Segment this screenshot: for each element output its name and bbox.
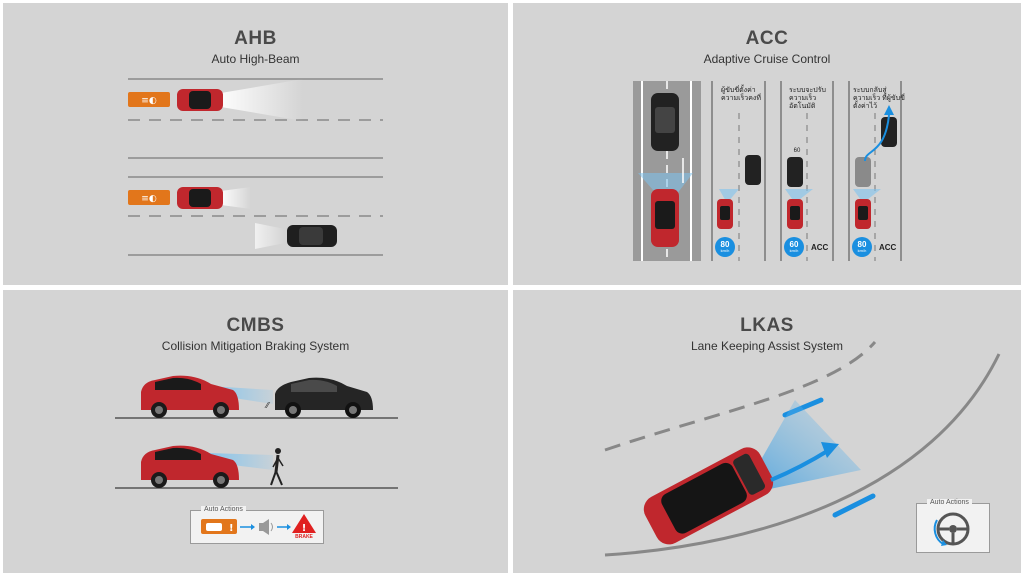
cmbs-subtitle: Collision Mitigation Braking System bbox=[161, 339, 350, 353]
lead-car-ghost bbox=[855, 157, 871, 187]
lead-car bbox=[787, 157, 803, 187]
lane-line-outer bbox=[604, 353, 1001, 557]
low-beam-light bbox=[221, 187, 251, 209]
acc-caption-set-speed: ผู้ขับขี่ตั้งค่า ความเร็วคงที่ bbox=[721, 87, 761, 102]
arrow-icon bbox=[884, 105, 894, 115]
lkas-illustration bbox=[604, 341, 1001, 557]
pedestrian-icon bbox=[270, 448, 284, 486]
red-car-top bbox=[177, 89, 223, 111]
red-car-top bbox=[177, 187, 223, 209]
acc-label: ACC bbox=[879, 243, 897, 252]
ahb-subtitle: Auto High-Beam bbox=[211, 52, 300, 66]
lkas-title: LKAS bbox=[740, 315, 794, 336]
svg-text:≡◐: ≡◐ bbox=[141, 194, 157, 204]
acc-caption-resume: ระบบกลับสู่ความเร็ว ที่ผู้ขับขี่ตั้งค่าไ… bbox=[853, 87, 905, 110]
oncoming-beam-light bbox=[255, 223, 285, 249]
auto-actions-label: Auto Actions bbox=[201, 506, 246, 513]
acc-caption-auto-adjust: ระบบจะปรับ ความเร็วอัตโนมัติ bbox=[789, 87, 826, 110]
lead-car bbox=[651, 93, 679, 151]
ahb-panel: AHB Auto High-Beam ≡◐ ≡◐ bbox=[3, 3, 508, 285]
svg-text:!: ! bbox=[229, 523, 234, 534]
ahb-title: AHB bbox=[234, 28, 277, 49]
lkas-subtitle: Lane Keeping Assist System bbox=[690, 339, 844, 353]
lane-change-path bbox=[864, 114, 890, 162]
red-suv-side bbox=[141, 375, 239, 418]
svg-text:⁄⁄: ⁄⁄ bbox=[264, 401, 270, 410]
svg-text:≡◐: ≡◐ bbox=[141, 96, 157, 106]
brake-warning-icon bbox=[292, 514, 316, 533]
red-car-top bbox=[651, 189, 679, 247]
svg-text:!: ! bbox=[302, 523, 307, 534]
high-beam-light bbox=[221, 79, 303, 121]
steering-arrow bbox=[770, 448, 831, 482]
steering-wheel-icon bbox=[933, 512, 970, 546]
auto-actions-label: Auto Actions bbox=[927, 499, 972, 506]
camera-sensor-beam bbox=[741, 400, 861, 495]
speaker-icon bbox=[259, 519, 273, 535]
arrow-icon bbox=[821, 442, 839, 458]
ahb-illustration: ≡◐ ≡◐ bbox=[128, 78, 383, 256]
cmbs-illustration: ⁄⁄ bbox=[115, 375, 398, 489]
cmbs-panel: CMBS Collision Mitigation Braking System… bbox=[3, 290, 508, 573]
arrow-icon bbox=[287, 524, 291, 530]
brake-label: BRAKE bbox=[295, 534, 313, 540]
acc-reduced-speed-label: 60 bbox=[793, 148, 801, 154]
lkas-panel: LKAS Lane Keeping Assist System Auto Act… bbox=[513, 290, 1021, 573]
acc-label: ACC bbox=[811, 243, 829, 252]
lead-car bbox=[745, 155, 761, 185]
headlight-indicator-icon bbox=[128, 190, 170, 205]
oncoming-car-top bbox=[287, 225, 337, 247]
black-suv-side bbox=[275, 377, 373, 418]
red-car-top bbox=[643, 447, 774, 545]
acc-title: ACC bbox=[745, 28, 789, 49]
acc-illustration bbox=[633, 81, 902, 261]
lane-line-inner bbox=[604, 341, 877, 452]
acc-panel: ACC Adaptive Cruise Control bbox=[513, 3, 1021, 285]
auto-actions-icons: ! ! bbox=[201, 514, 316, 535]
lead-car bbox=[881, 117, 897, 147]
auto-actions-box: Auto Actions ! ! BRAKE bbox=[190, 506, 324, 544]
auto-actions-box: Auto Actions bbox=[916, 499, 990, 553]
arrow-icon bbox=[251, 524, 255, 530]
red-suv-side bbox=[141, 445, 239, 488]
acc-subtitle: Adaptive Cruise Control bbox=[703, 52, 831, 66]
cmbs-title: CMBS bbox=[226, 315, 285, 336]
headlight-indicator-icon bbox=[128, 92, 170, 107]
lane-detection-marker bbox=[832, 493, 876, 518]
